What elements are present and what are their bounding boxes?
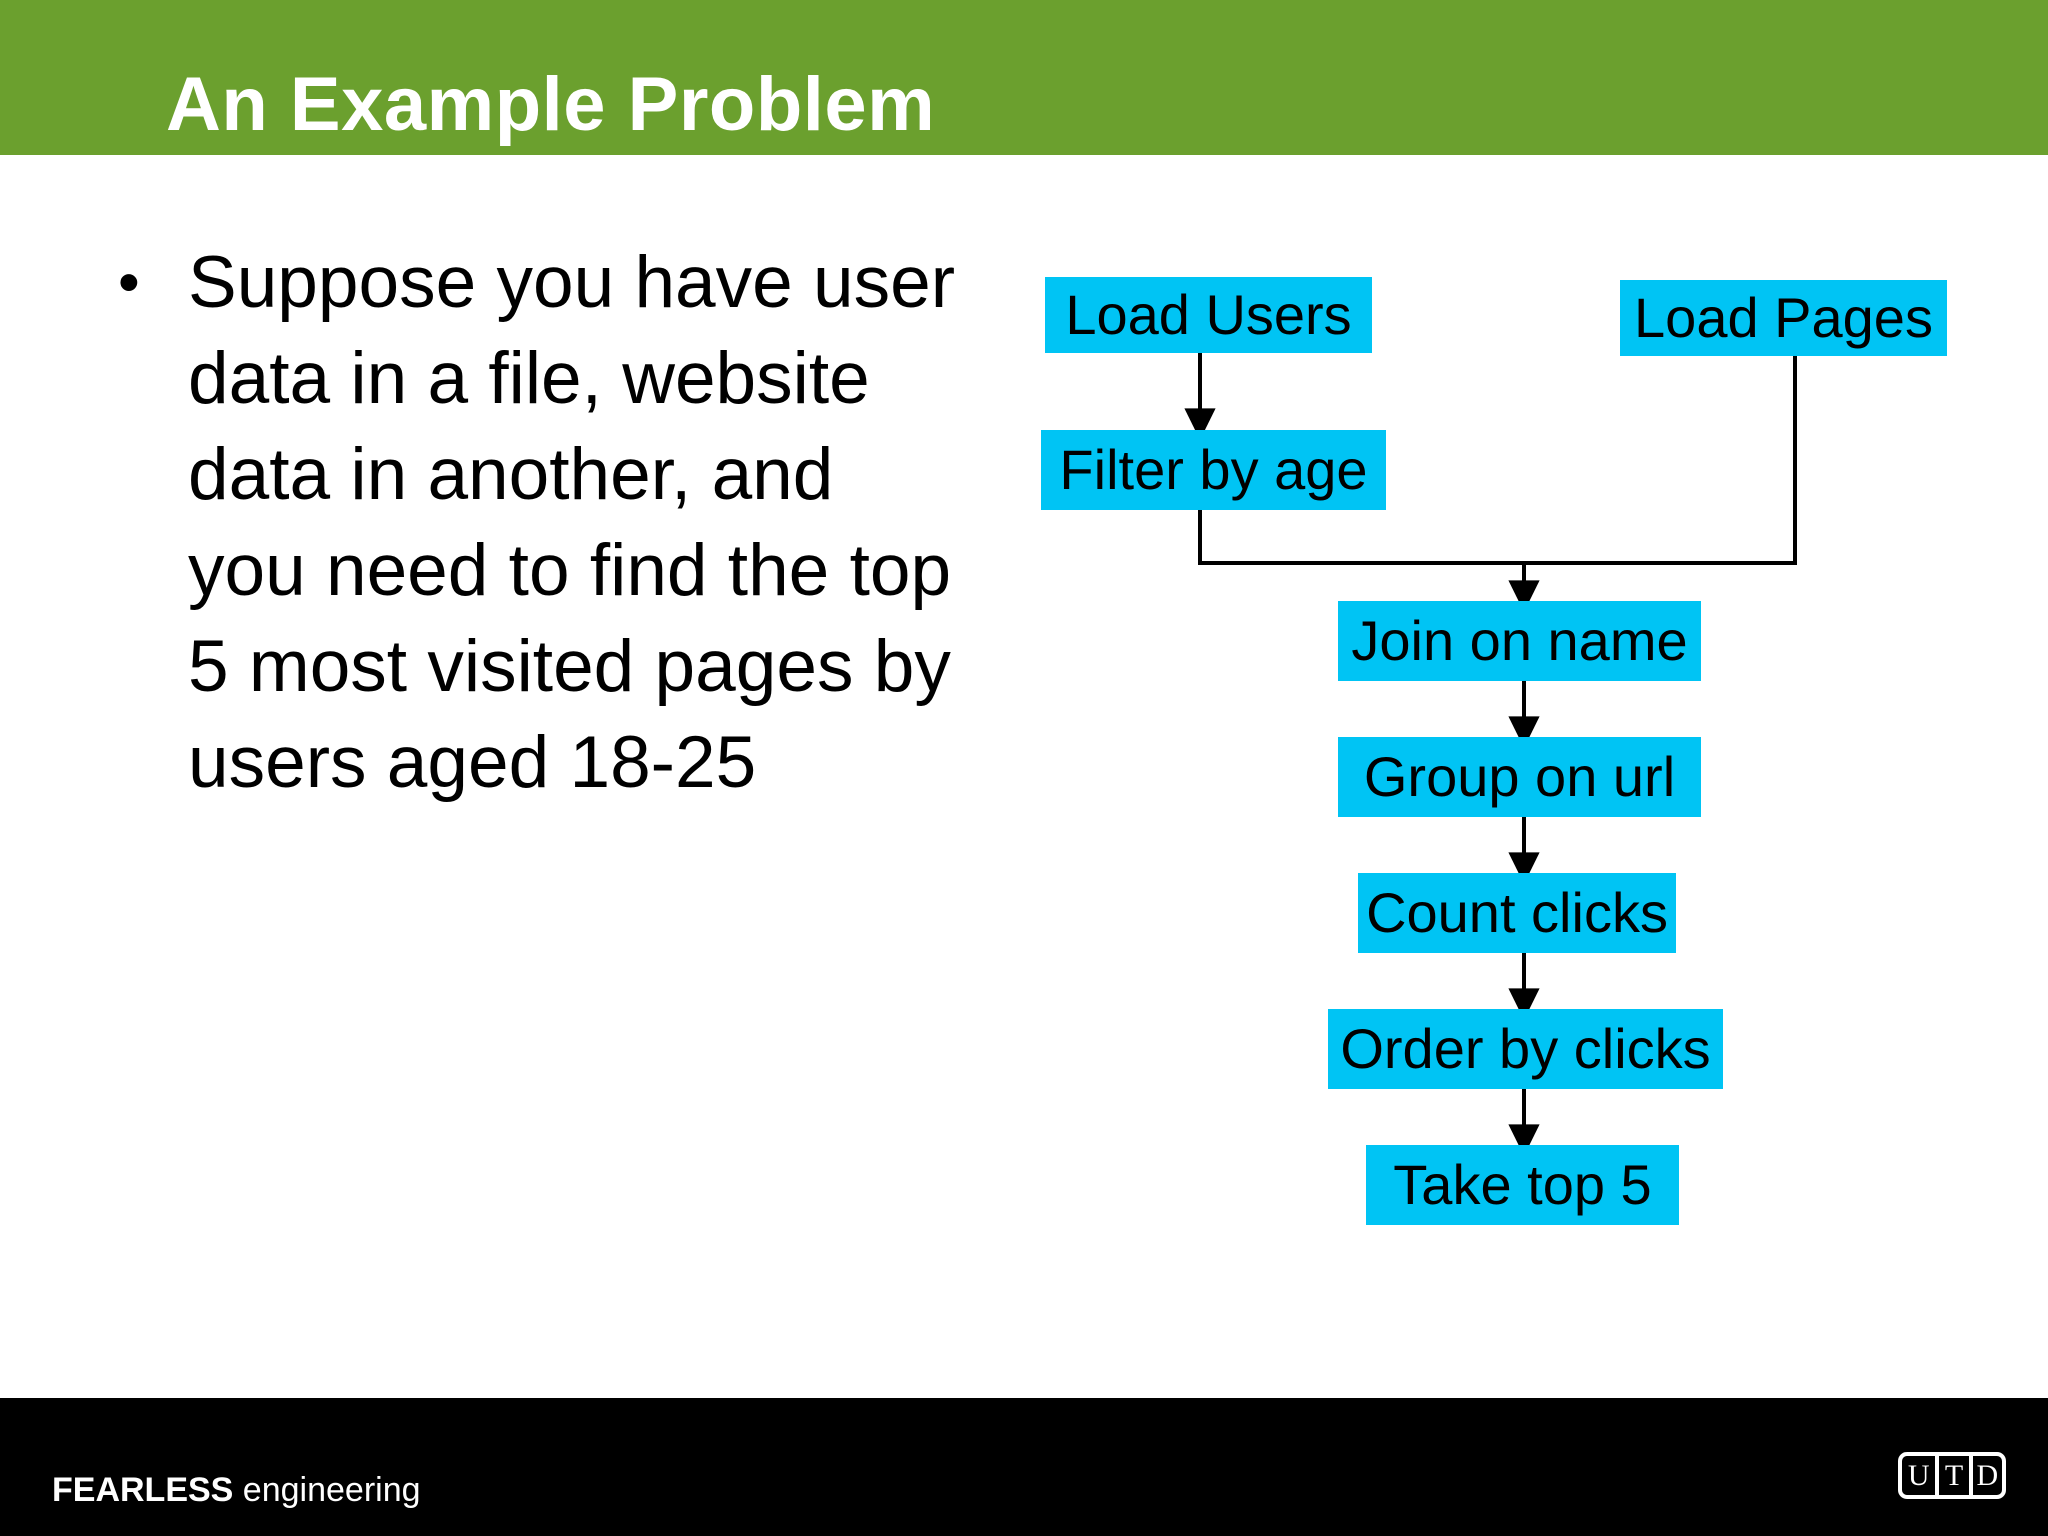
flow-node-group-on-url[interactable]: Group on url [1338, 737, 1701, 817]
bullet-text: Suppose you have user data in a file, we… [188, 242, 956, 803]
bullet-list: • Suppose you have user data in a file, … [100, 235, 970, 811]
footer-brand-strong: FEARLESS [52, 1471, 234, 1509]
page-title: An Example Problem [166, 62, 936, 147]
flow-node-filter-by-age[interactable]: Filter by age [1041, 430, 1386, 510]
utd-logo-letter-d: D [1968, 1456, 2002, 1495]
flow-node-load-pages[interactable]: Load Pages [1620, 280, 1947, 356]
flow-node-load-users[interactable]: Load Users [1045, 277, 1372, 353]
list-item: • Suppose you have user data in a file, … [100, 235, 970, 811]
footer-brand: FEARLESS engineering [52, 1471, 421, 1509]
flowchart-edges [1184, 353, 1797, 1157]
footer-brand-light: engineering [233, 1471, 421, 1509]
utd-logo: U T D [1898, 1452, 2006, 1499]
flow-node-count-clicks[interactable]: Count clicks [1358, 873, 1676, 953]
bullet-marker-icon: • [118, 248, 140, 317]
flow-node-take-top-5[interactable]: Take top 5 [1366, 1145, 1679, 1225]
utd-logo-letter-u: U [1907, 1458, 1930, 1492]
pipeline-flowchart: Load Users Load Pages Filter by age Join… [1041, 277, 1947, 1225]
footer-band [0, 1398, 2048, 1536]
flow-node-join-on-name[interactable]: Join on name [1338, 601, 1701, 681]
header-band [0, 0, 2048, 155]
flow-node-order-by-clicks[interactable]: Order by clicks [1328, 1009, 1723, 1089]
utd-logo-letter-t: T [1935, 1456, 1968, 1495]
